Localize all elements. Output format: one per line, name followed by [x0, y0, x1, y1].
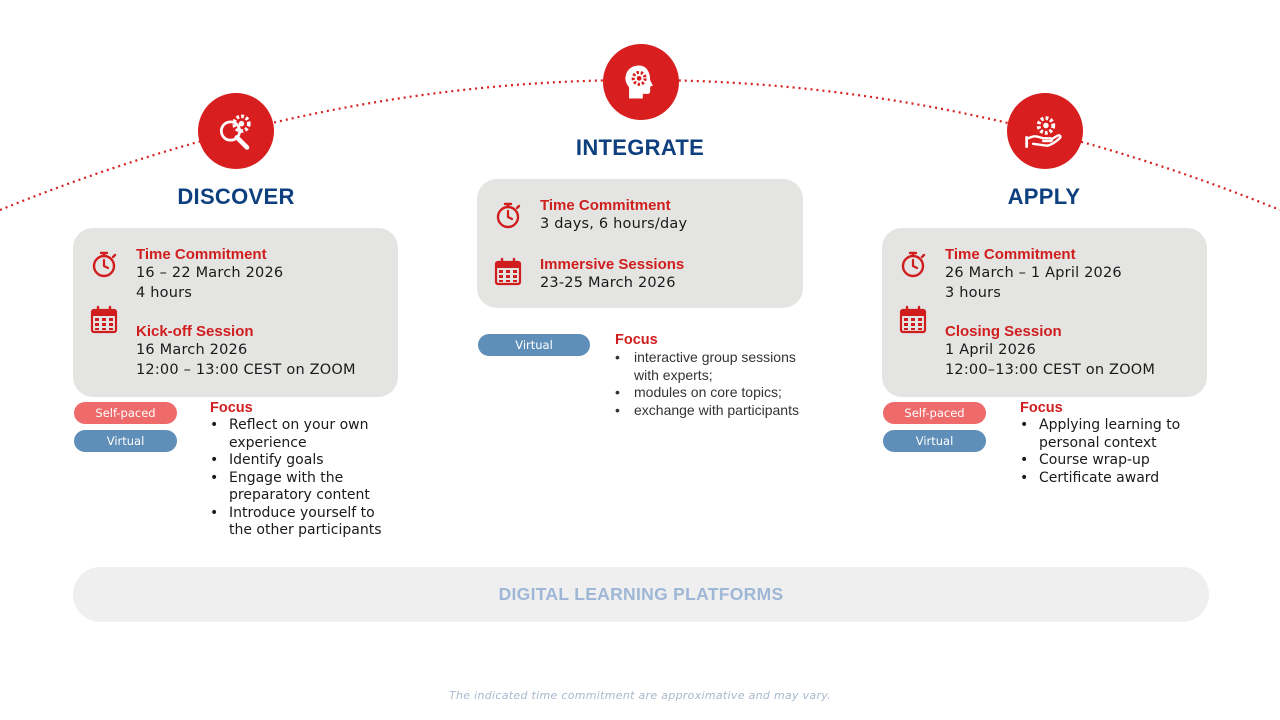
- virtual-badge: Virtual: [478, 334, 590, 356]
- integrate-time-row: Time Commitment 3 days, 6 hours/day: [493, 196, 687, 235]
- focus-item: Identify goals: [210, 452, 400, 470]
- digital-learning-platforms-bar: DIGITAL LEARNING PLATFORMS: [73, 567, 1209, 622]
- discover-focus: Focus Reflect on your own experience Ide…: [210, 400, 400, 540]
- integrate-session-label: Immersive Sessions: [540, 256, 685, 273]
- stopwatch-icon: [89, 249, 121, 281]
- apply-time-row: Time Commitment 26 March – 1 April 2026 …: [898, 245, 1122, 303]
- focus-item: Applying learning to personal context: [1020, 417, 1210, 452]
- stopwatch-icon: [493, 200, 525, 232]
- focus-title: Focus: [615, 332, 658, 348]
- apply-session-time: 12:00–13:00 CEST on ZOOM: [945, 361, 1156, 378]
- integrate-session-row: Immersive Sessions 23-25 March 2026: [493, 255, 684, 294]
- focus-item: Engage with the preparatory content: [210, 470, 400, 505]
- discover-time-row: Time Commitment 16 – 22 March 2026 4 hou…: [89, 245, 283, 303]
- magnifier-gears-icon: [198, 93, 274, 169]
- focus-title: Focus: [1020, 400, 1063, 416]
- apply-session-row: Closing Session 1 April 2026 12:00–13:00…: [898, 305, 1155, 380]
- virtual-badge: Virtual: [74, 430, 177, 452]
- discover-session-date: 16 March 2026: [136, 342, 248, 358]
- discover-session-label: Kick-off Session: [136, 323, 254, 340]
- calendar-icon: [493, 257, 525, 289]
- stopwatch-icon: [898, 249, 930, 281]
- integrate-time-label: Time Commitment: [540, 197, 671, 214]
- head-gear-icon: [603, 44, 679, 120]
- phase-title-integrate: INTEGRATE: [575, 135, 705, 160]
- virtual-badge: Virtual: [883, 430, 986, 452]
- focus-item: Introduce yourself to the other particip…: [210, 505, 400, 540]
- apply-time-hours: 3 hours: [945, 284, 1002, 301]
- discover-session-time: 12:00 – 13:00 CEST on ZOOM: [136, 361, 356, 378]
- integrate-card: Time Commitment 3 days, 6 hours/day Imme…: [477, 179, 803, 308]
- calendar-icon: [89, 305, 121, 337]
- discover-session-row: Kick-off Session 16 March 2026 12:00 – 1…: [89, 305, 356, 380]
- self-paced-badge: Self-paced: [883, 402, 986, 424]
- integrate-session-date: 23-25 March 2026: [540, 275, 676, 291]
- apply-card: Time Commitment 26 March – 1 April 2026 …: [882, 228, 1207, 397]
- integrate-time-duration: 3 days, 6 hours/day: [540, 216, 688, 232]
- focus-item: exchange with participants: [615, 402, 805, 420]
- discover-card: Time Commitment 16 – 22 March 2026 4 hou…: [73, 228, 398, 397]
- footnote: The indicated time commitment are approx…: [448, 689, 832, 702]
- apply-session-date: 1 April 2026: [945, 342, 1036, 358]
- discover-time-hours: 4 hours: [136, 284, 193, 301]
- discover-time-label: Time Commitment: [136, 246, 267, 263]
- focus-title: Focus: [210, 400, 253, 416]
- focus-item: interactive group sessions with experts;: [615, 349, 805, 384]
- calendar-icon: [898, 305, 930, 337]
- self-paced-badge: Self-paced: [74, 402, 177, 424]
- apply-time-dates: 26 March – 1 April 2026: [945, 265, 1122, 281]
- phase-title-discover: DISCOVER: [177, 184, 295, 209]
- apply-session-label: Closing Session: [945, 323, 1062, 340]
- integrate-focus: Focus interactive group sessions with ex…: [615, 332, 805, 419]
- focus-item: Certificate award: [1020, 470, 1210, 488]
- discover-time-dates: 16 – 22 March 2026: [136, 265, 284, 281]
- focus-item: Reflect on your own experience: [210, 417, 400, 452]
- phase-title-apply: APPLY: [1007, 184, 1081, 209]
- focus-item: modules on core topics;: [615, 384, 805, 402]
- focus-item: Course wrap-up: [1020, 452, 1210, 470]
- apply-time-label: Time Commitment: [945, 246, 1076, 263]
- hand-gear-icon: [1007, 93, 1083, 169]
- apply-focus: Focus Applying learning to personal cont…: [1020, 400, 1210, 487]
